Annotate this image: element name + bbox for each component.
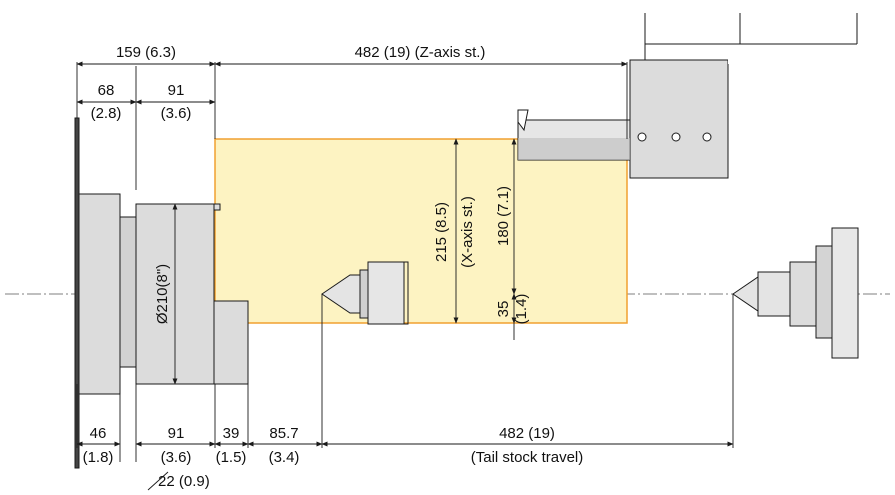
chuck-jaw-upper [213,203,221,211]
dim-z-axis-stroke: 482 (19) (Z-axis st.) [355,44,486,61]
dim-leader-22: 22 (0.9) [158,473,210,490]
dim-x-lower-mm: 35 [495,301,512,318]
turret-bolt-3 [702,132,712,142]
drill-tool [321,261,409,325]
dim-tail-mm: 482 (19) [499,425,555,442]
turret-body [629,59,729,179]
dim-39-mm: 39 [223,425,240,442]
turret-outline [644,13,857,60]
work-envelope [214,138,628,324]
dim-39-in: (1.5) [216,449,247,466]
dim-top-total: 159 (6.3) [116,44,176,61]
dim-91-mm: 91 [168,425,185,442]
spindle-flange [78,193,121,395]
dim-jaw-len-mm: 91 [168,82,185,99]
dim-46-in: (1.8) [83,449,114,466]
chuck-jaw-lower [213,300,249,385]
dim-857-in: (3.4) [269,449,300,466]
dim-chuck-len-mm: 68 [98,82,115,99]
dim-x-upper: 180 (7.1) [495,186,512,246]
dim-jaw-len-in: (3.6) [161,105,192,122]
dim-x-axis-label: (X-axis st.) [459,196,476,268]
dim-x-lower-in: (1.4) [513,294,530,325]
turret-icon [517,13,858,179]
dim-tail-label: (Tail stock travel) [471,449,584,466]
spindle-neck [119,216,137,368]
cutting-tool-icon [517,109,529,132]
tailstock-center-icon [732,227,859,359]
tool-holder-shade [518,138,630,160]
turret-head [728,44,858,64]
dim-chuck-len-in: (2.8) [91,105,122,122]
dim-857-mm: 85.7 [269,425,298,442]
turret-bolt-1 [637,132,647,142]
turret-bolt-2 [671,132,681,142]
dim-x-axis-total: 215 (8.5) [433,202,450,262]
dimension-lines [76,61,734,491]
dimension-labels: 159 (6.3) 482 (19) (Z-axis st.) 68 (2.8)… [83,44,584,490]
dim-91-in: (3.6) [161,449,192,466]
dim-chuck-diameter: Ø210(8") [154,264,171,324]
dim-46-mm: 46 [90,425,107,442]
